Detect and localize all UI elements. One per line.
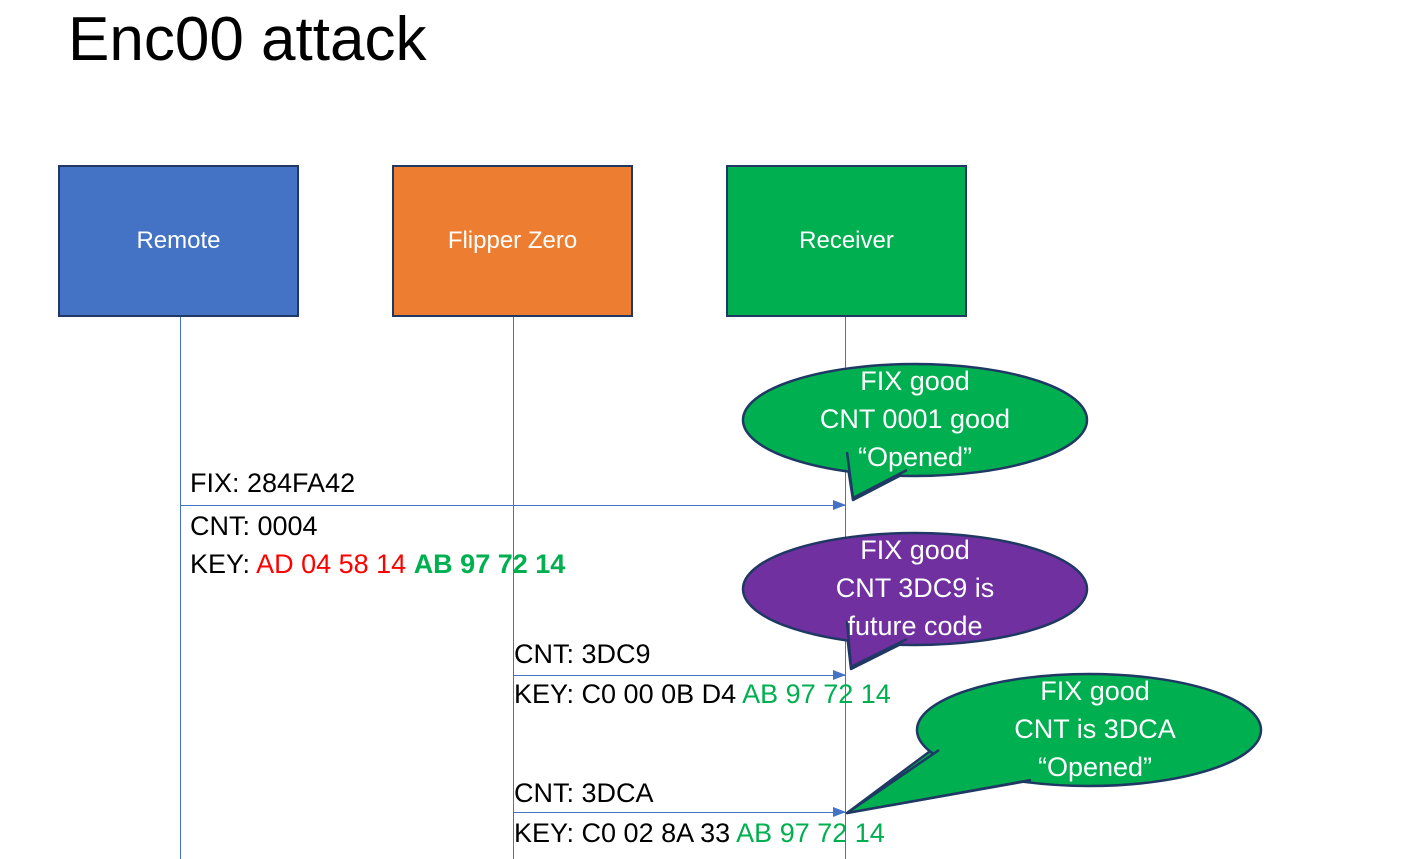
message-1-line-1-text: FIX: 284FA42 — [190, 468, 356, 498]
callout-3[interactable]: FIX good CNT is 3DCA “Opened” — [845, 658, 1275, 828]
message-3-line-2: KEY: C0 02 8A 33 AB 97 72 14 — [514, 816, 885, 850]
key2-match-bytes: AB 97 72 14 — [742, 679, 891, 709]
message-2-line-2: KEY: C0 00 0B D4 AB 97 72 14 — [514, 677, 891, 711]
actor-label-remote: Remote — [136, 227, 221, 254]
message-3-line-1: CNT: 3DCA — [514, 776, 654, 810]
message-1-line-3: KEY: AD 04 58 14 AB 97 72 14 — [190, 547, 565, 581]
callout-2-shape — [741, 531, 1089, 671]
message-arrow-3 — [513, 807, 846, 817]
key-match-bytes: AB 97 72 14 — [413, 549, 566, 579]
message-2-line-1-text: CNT: 3DC9 — [514, 639, 651, 669]
actor-box-receiver[interactable]: Receiver — [726, 165, 967, 317]
lifeline-flipper — [513, 317, 514, 859]
key-old-bytes: AD 04 58 14 — [256, 549, 407, 579]
message-2-line-1: CNT: 3DC9 — [514, 637, 651, 671]
message-arrow-1 — [180, 500, 846, 510]
message-arrow-2 — [513, 670, 846, 680]
key3-match-bytes: AB 97 72 14 — [736, 818, 885, 848]
callout-3-shape — [845, 672, 1263, 815]
callout-1[interactable]: FIX good CNT 0001 good “Opened” — [741, 348, 1089, 508]
actor-box-remote[interactable]: Remote — [58, 165, 299, 317]
callout-1-shape — [741, 362, 1089, 502]
message-1-line-2-text: CNT: 0004 — [190, 511, 318, 541]
key2-prefix: KEY: C0 00 0B D4 — [514, 679, 743, 709]
actor-label-receiver: Receiver — [799, 227, 894, 254]
actor-label-flipper: Flipper Zero — [447, 227, 578, 254]
key-space — [406, 549, 414, 579]
page-title: Enc00 attack — [68, 5, 427, 74]
key3-prefix: KEY: C0 02 8A 33 — [514, 818, 737, 848]
message-1-line-1: FIX: 284FA42 — [190, 466, 355, 500]
actor-box-flipper[interactable]: Flipper Zero — [392, 165, 633, 317]
message-1-line-2: CNT: 0004 — [190, 509, 318, 543]
message-3-line-1-text: CNT: 3DCA — [514, 778, 654, 808]
callout-2[interactable]: FIX good CNT 3DC9 is future code — [741, 517, 1089, 677]
lifeline-remote — [180, 317, 181, 859]
key-prefix: KEY: — [190, 549, 257, 579]
